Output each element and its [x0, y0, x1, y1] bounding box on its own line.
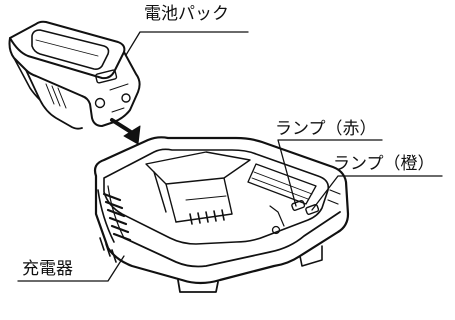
lamp-red-leader — [277, 139, 383, 207]
charger-label: 充電器 — [22, 259, 73, 279]
insert-arrow — [110, 118, 141, 145]
lamp-orange-label: ランプ（橙） — [333, 154, 435, 174]
lamp-red-label: ランプ（赤） — [275, 119, 377, 139]
battery-pack-illustration — [8, 20, 141, 130]
lamp-orange-leader — [311, 175, 443, 211]
charger-leader — [17, 255, 125, 282]
battery-pack-leader — [125, 31, 249, 56]
charger-illustration — [93, 136, 350, 293]
battery-pack-label: 電池パック — [144, 4, 229, 24]
